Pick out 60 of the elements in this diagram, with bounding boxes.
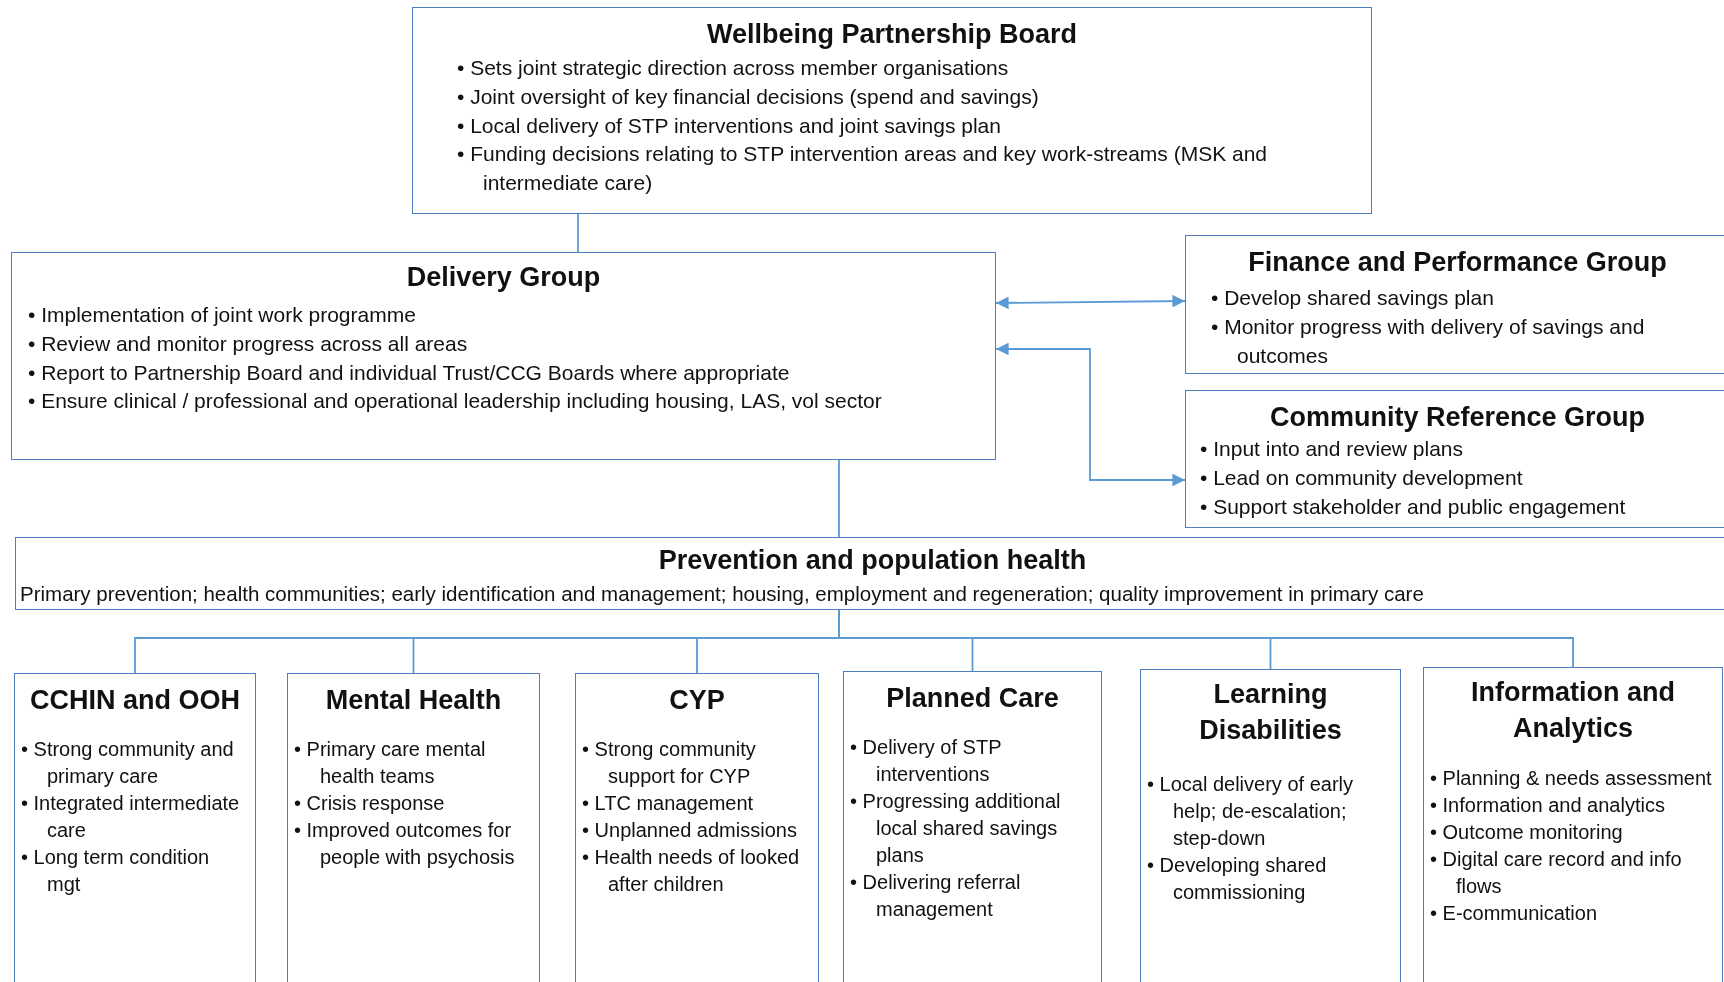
connector-line <box>577 213 579 253</box>
bullet-item: • Primary care mental health teams <box>294 737 487 790</box>
bullet-item: • Support stakeholder and public engagement <box>1200 493 1627 520</box>
bullet-item: • Planning & needs assessment <box>1430 765 1713 791</box>
bullet-item: • Information and analytics <box>1430 792 1666 818</box>
bullet-item: • Integrated intermediate care <box>21 791 241 844</box>
group-box <box>412 7 1372 214</box>
bullet-item: • Improved outcomes for people with psychosis <box>294 818 516 871</box>
group-heading: Mental Health <box>324 684 503 717</box>
bullet-item: • Long term condition mgt <box>21 845 211 898</box>
bullet-item: • Developing shared commissioning <box>1147 852 1328 905</box>
bullet-item: • Ensure clinical / professional and operational leadership including housing, LAS, vol sector <box>28 388 883 415</box>
bullet-item: • Review and monitor progress across all areas <box>28 331 469 357</box>
group-box <box>15 537 1724 610</box>
group-heading: Information and Analytics <box>1470 676 1676 746</box>
bullet-item: • Joint oversight of key financial decisions (spend and savings) <box>457 84 1040 110</box>
bullet-item: • LTC management <box>582 791 755 817</box>
group-box <box>11 252 996 460</box>
bullet-item: • Sets joint strategic direction across member organisations <box>457 55 1010 82</box>
group-heading: Wellbeing Partnership Board <box>705 18 1079 51</box>
bullet-item: • Lead on community development <box>1200 465 1524 491</box>
group-heading: Community Reference Group <box>1268 401 1647 434</box>
group-heading: CCHIN and OOH <box>29 684 241 717</box>
group-heading: Planned Care <box>885 682 1060 715</box>
bullet-item: • Report to Partnership Board and individual Trust/CCG Boards where appropriate <box>28 359 791 386</box>
bullet-item: • Unplanned admissions <box>582 818 798 844</box>
arrow <box>995 294 1186 310</box>
description-text: Primary prevention; health communities; early identification and management; housing, employment and regeneration; quality improvement in primary care <box>20 581 1425 608</box>
group-box <box>1423 667 1723 982</box>
group-heading: Learning Disabilities <box>1198 678 1343 748</box>
group-box <box>1185 390 1724 528</box>
group-box <box>575 673 819 982</box>
bullet-item: • Delivering referral management <box>850 870 1022 923</box>
group-heading: Delivery Group <box>405 261 602 294</box>
bullet-item: • Strong community and primary care <box>21 737 235 790</box>
group-heading: Prevention and population health <box>657 544 1088 577</box>
connector-line <box>838 459 840 538</box>
group-box <box>14 673 256 982</box>
bullet-item: • Strong community support for CYP <box>582 737 757 790</box>
bullet-item: • Digital care record and info flows <box>1430 846 1683 899</box>
bullet-item: • Crisis response <box>294 791 446 817</box>
bullet-item: • E-communication <box>1430 900 1599 926</box>
bullet-item: • Health needs of looked after children <box>582 845 801 898</box>
group-heading: Finance and Performance Group <box>1247 246 1668 279</box>
group-box <box>1185 235 1724 374</box>
group-heading: CYP <box>668 684 726 717</box>
bullet-item: • Delivery of STP interventions <box>850 735 1003 788</box>
group-box <box>1140 669 1401 982</box>
bullet-item: • Local delivery of STP interventions and joint savings plan <box>457 112 1002 139</box>
bullet-item: • Outcome monitoring <box>1430 819 1624 845</box>
bullet-item: • Develop shared savings plan <box>1211 285 1495 312</box>
group-box <box>843 671 1102 982</box>
bullet-item: • Monitor progress with delivery of savings and outcomes <box>1211 314 1646 369</box>
bullet-item: • Funding decisions relating to STP intervention areas and key work-streams (MSK and intermediate care) <box>457 141 1269 196</box>
bullet-item: • Progressing additional local shared savings plans <box>850 789 1062 869</box>
bullet-item: • Input into and review plans <box>1200 436 1464 463</box>
arrow <box>995 342 1186 487</box>
group-box <box>287 673 540 982</box>
bullet-item: • Local delivery of early help; de-escalation; step-down <box>1147 771 1354 851</box>
bullet-item: • Implementation of joint work programme <box>28 302 417 329</box>
